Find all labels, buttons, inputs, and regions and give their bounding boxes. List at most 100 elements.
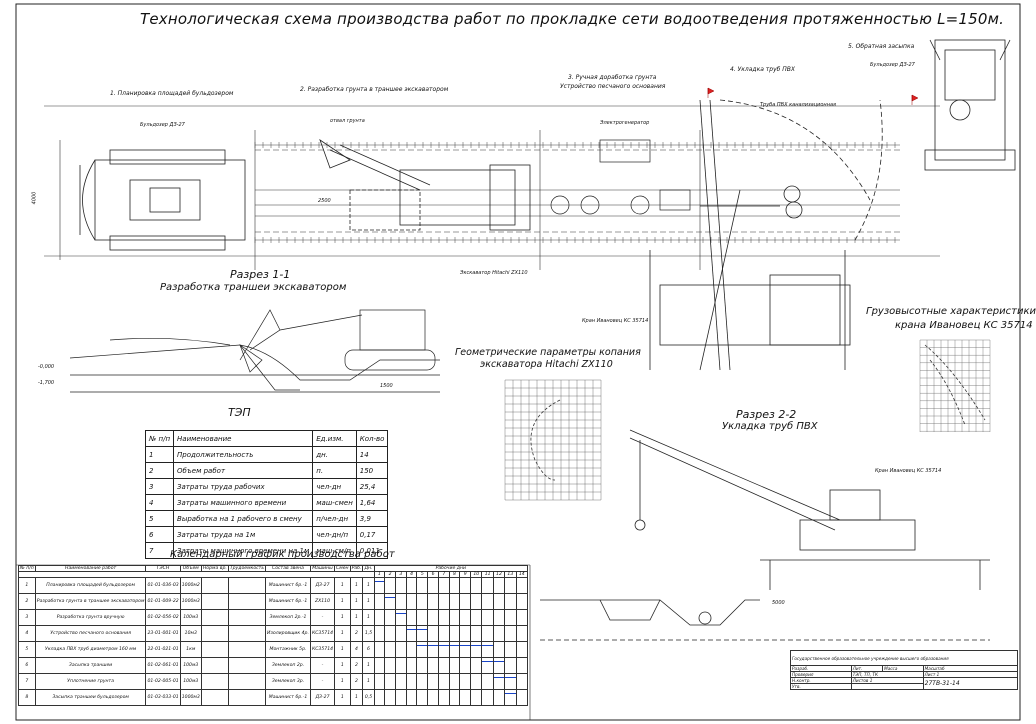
tep-cell: дн. (312, 446, 357, 463)
sheet-title: Технологическая схема производства работ… (140, 10, 1005, 28)
gantt-cell (448, 673, 461, 690)
gantt-cell (427, 673, 439, 690)
gantt-cell (470, 689, 483, 706)
calendar-cell: КС35714 (309, 641, 336, 658)
calendar-cell: 1 (362, 657, 375, 674)
gantt-cell (504, 641, 517, 658)
calendar-cell: 10м3 (179, 625, 202, 642)
gantt-cell (459, 673, 472, 690)
calendar-cell (200, 689, 229, 706)
calendar-cell (200, 593, 229, 610)
gantt-cell (416, 673, 429, 690)
section-1-subtitle: Разработка траншеи экскаватором (160, 282, 347, 293)
tep-cell: 0,011 (355, 542, 389, 559)
tep-cell: Затраты труда рабочих (173, 478, 314, 495)
calendar-cell: Устройство песчаного основания (34, 625, 147, 642)
tep-cell: 2 (144, 462, 175, 479)
level-1: -0,000 (38, 364, 55, 370)
dim-2: 2500 (318, 198, 331, 204)
gantt-cell (481, 609, 494, 626)
calendar-cell (200, 673, 229, 690)
gantt-cell (427, 625, 439, 642)
lift-chart-title: Грузовысотные характеристики (866, 306, 1036, 317)
tep-cell: 4 (144, 494, 175, 511)
calendar-header-cell: Состав звена (265, 565, 311, 572)
dim-3: 1500 (380, 383, 393, 389)
gantt-cell (481, 577, 494, 594)
calendar-cell: 1 (362, 577, 375, 594)
calendar-cell: 6 (362, 641, 375, 658)
gantt-cell (373, 625, 386, 642)
calendar-cell: КС35714 (309, 625, 336, 642)
calendar-cell: 0,5 (362, 689, 375, 706)
gantt-cell (481, 689, 494, 706)
gantt-cell (515, 673, 528, 690)
calendar-cell: 100м3 (179, 657, 202, 674)
calendar-cell (227, 657, 267, 674)
gantt-cell (405, 609, 418, 626)
gantt-cell (492, 673, 506, 690)
gantt-cell (384, 625, 396, 642)
gantt-bar (406, 629, 417, 630)
calendar-cell: 1 (334, 673, 351, 690)
tep-cell: 1,64 (355, 494, 389, 511)
calendar-cell: 1 (334, 689, 351, 706)
gantt-cell (492, 609, 506, 626)
calendar-cell: 1 (18, 577, 36, 594)
gantt-cell (427, 609, 439, 626)
calendar-header-cell: Объем (179, 565, 202, 572)
gantt-bar (460, 645, 471, 646)
calendar-cell: 100м3 (179, 673, 202, 690)
tep-cell: чел-дн/п (312, 526, 357, 543)
gantt-bar (471, 645, 482, 646)
calendar-cell: 1 (349, 577, 364, 594)
gantt-cell (405, 689, 418, 706)
gantt-cell (373, 609, 386, 626)
gantt-cell (492, 577, 506, 594)
calendar-cell: 5 (18, 641, 36, 658)
calendar-header-cell: Машины (309, 565, 336, 572)
calendar-cell: 2 (349, 625, 364, 642)
gantt-cell (405, 657, 418, 674)
tep-cell: 1 (144, 446, 175, 463)
calendar-cell (227, 689, 267, 706)
tep-cell: 3 (144, 478, 175, 495)
gantt-cell (470, 577, 483, 594)
calendar-cell: 01-02-056-02 (145, 609, 181, 626)
tep-cell: 5 (144, 510, 175, 527)
gantt-cell (373, 673, 386, 690)
gantt-cell (448, 593, 461, 610)
calendar-cell: ZX110 (309, 593, 336, 610)
calendar-cell: 1 (334, 657, 351, 674)
gantt-cell (373, 689, 386, 706)
gantt-cell (384, 641, 396, 658)
calendar-cell: ДЗ-27 (309, 577, 336, 594)
section-2-title: Разрез 2-2 (736, 408, 797, 421)
gantt-cell (448, 657, 461, 674)
gantt-bar (385, 597, 395, 598)
calendar-cell (200, 609, 229, 626)
gantt-bar (493, 677, 505, 678)
gantt-cell (394, 657, 407, 674)
calendar-cell: 1км (179, 641, 202, 658)
gantt-cell (470, 593, 483, 610)
calendar-cell: 1 (334, 641, 351, 658)
gantt-cell (448, 609, 461, 626)
calendar-cell: - (309, 609, 336, 626)
gantt-cell (405, 641, 418, 658)
gantt-cell (504, 689, 517, 706)
calendar-title: Календарный график производства работ (170, 549, 395, 560)
calendar-cell: Планировка площадей бульдозером (34, 577, 147, 594)
gantt-cell (373, 657, 386, 674)
title-block: Государственное образовательное учрежден… (790, 650, 1019, 690)
calendar-header-cell: Раб. (349, 565, 364, 572)
stamp-code: 27ТВ-31-14 (922, 677, 1019, 690)
calendar-cell: Изолировщик 4р. (265, 625, 311, 642)
gantt-bar (449, 645, 460, 646)
gantt-cell (437, 641, 450, 658)
gantt-cell (394, 577, 407, 594)
